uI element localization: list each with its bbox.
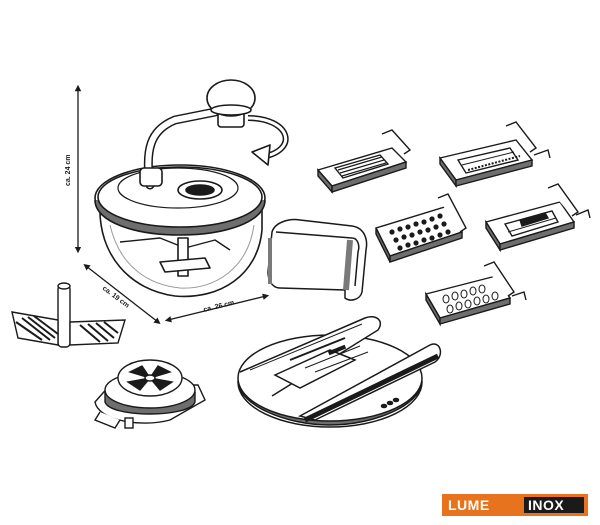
grater-blade-insert-5: [424, 261, 527, 327]
width-label: ca. 26 cm: [203, 300, 235, 314]
blade-storage-box: [267, 218, 368, 301]
depth-arrow: [83, 264, 161, 324]
height-label: ca. 24 cm: [65, 154, 72, 186]
mandoline-slicer: [237, 316, 442, 428]
logo-lume-text: LUME: [448, 497, 490, 513]
slicer-blade-insert-2: [438, 121, 551, 189]
grater-holes: [389, 213, 451, 251]
brand-logo: LUME INOX: [442, 494, 588, 516]
mixer-paddle-attachment: [11, 282, 126, 348]
grater-holes-large: [442, 284, 499, 314]
width-arrow: [164, 293, 270, 323]
slicer-blade-insert-1: [316, 129, 412, 194]
logo-inox-background: [524, 497, 584, 513]
juicer-insert: [93, 359, 206, 429]
dimension-markers: [74, 84, 270, 324]
grater-blade-insert-3: [375, 193, 467, 263]
chopper-bowl-unit: [94, 79, 289, 298]
slicer-blade-insert-4: [484, 183, 591, 253]
logo-inox-text: INOX: [528, 497, 564, 513]
